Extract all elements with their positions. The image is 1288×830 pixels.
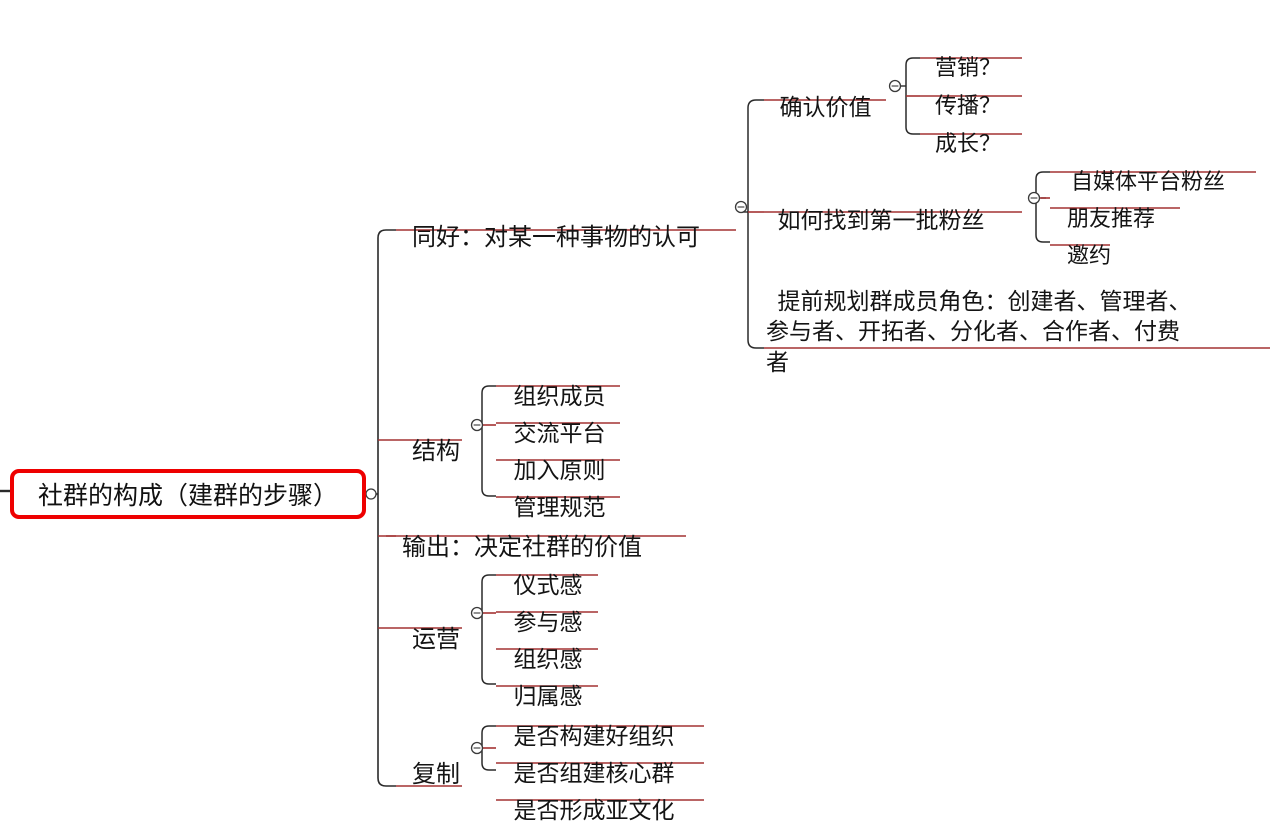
node-yingxiao-label: 营销？ xyxy=(935,54,1002,80)
node-fuzhi[interactable]: 复制 xyxy=(400,729,460,791)
node-yaoyue[interactable]: 邀约 xyxy=(1056,213,1111,270)
subtrunk-jiegou xyxy=(481,385,496,497)
node-pengyou-label: 朋友推荐 xyxy=(1067,205,1156,231)
node-tiqian-guihua-label: 提前规划群成员角色：创建者、管理者、 参与者、开拓者、分化者、合作者、付费 者 xyxy=(766,288,1192,375)
node-ruhe-zhaodao[interactable]: 如何找到第一批粉丝 xyxy=(766,176,985,236)
toggle-root[interactable] xyxy=(365,488,377,500)
node-xingcheng-yawenhua[interactable]: 是否形成亚文化 xyxy=(502,766,675,826)
node-tonghao[interactable]: 同好：对某一种事物的认可 xyxy=(400,192,700,254)
toggle-fuzhi[interactable] xyxy=(470,741,484,755)
node-chuanbo[interactable]: 传播？ xyxy=(924,63,1001,120)
root-node-label: 社群的构成（建群的步骤） xyxy=(37,483,338,510)
node-tonghao-label: 同好：对某一种事物的认可 xyxy=(412,225,700,252)
node-queren-jiazhi-label: 确认价值 xyxy=(779,94,872,120)
toggle-ruhe-zhaodao[interactable] xyxy=(1027,191,1041,205)
toggle-queren-jiazhi[interactable] xyxy=(888,79,902,93)
node-canyu-gan-label: 参与感 xyxy=(513,609,583,635)
node-yunying[interactable]: 运营 xyxy=(400,594,460,656)
node-zuzhi-chengyuan[interactable]: 组织成员 xyxy=(502,352,606,412)
node-jiegou-label: 结构 xyxy=(412,439,460,466)
node-shuchu[interactable]: 输出：决定社群的价值 xyxy=(390,502,642,564)
main-trunk-spine xyxy=(377,229,396,787)
node-jiaoliu-pingtai[interactable]: 交流平台 xyxy=(502,389,606,449)
node-yunying-label: 运营 xyxy=(412,627,460,654)
node-zuzhi-gan[interactable]: 组织感 xyxy=(502,615,583,675)
toggle-jiegou[interactable] xyxy=(470,418,484,432)
node-chengzhang[interactable]: 成长？ xyxy=(924,101,1001,158)
node-guishu-gan-label: 归属感 xyxy=(513,683,583,709)
node-canyu-gan[interactable]: 参与感 xyxy=(502,578,583,638)
node-queren-jiazhi[interactable]: 确认价值 xyxy=(768,63,872,123)
node-chuanbo-label: 传播？ xyxy=(935,92,1002,118)
node-xingcheng-yawenhua-label: 是否形成亚文化 xyxy=(513,797,675,823)
node-zimeiti[interactable]: 自媒体平台粉丝 xyxy=(1060,139,1225,196)
node-yingxiao[interactable]: 营销？ xyxy=(924,25,1001,82)
root-node[interactable]: 社群的构成（建群的步骤） xyxy=(10,469,366,519)
node-fuzhi-label: 复制 xyxy=(412,762,460,789)
node-zuzhi-chengyuan-label: 组织成员 xyxy=(513,383,606,409)
node-yishi-gan-label: 仪式感 xyxy=(513,572,583,598)
node-zuzhi-gan-label: 组织感 xyxy=(513,646,583,672)
subtrunk-ruhe xyxy=(1035,171,1050,243)
toggle-yunying[interactable] xyxy=(470,606,484,620)
node-guanli-guifan-label: 管理规范 xyxy=(513,494,606,520)
subtrunk-yunying xyxy=(481,574,496,685)
node-jiaru-yuanze[interactable]: 加入原则 xyxy=(502,426,606,486)
node-jiaru-yuanze-label: 加入原则 xyxy=(513,457,606,483)
node-goujian-zuzhi[interactable]: 是否构建好组织 xyxy=(502,692,675,752)
node-zimeiti-label: 自媒体平台粉丝 xyxy=(1071,168,1226,194)
node-zujian-hexinqun[interactable]: 是否组建核心群 xyxy=(502,729,675,789)
subtrunk-tonghao xyxy=(747,99,764,349)
node-shuchu-label: 输出：决定社群的价值 xyxy=(402,535,642,562)
node-tiqian-guihua[interactable]: 提前规划群成员角色：创建者、管理者、 参与者、开拓者、分化者、合作者、付费 者 xyxy=(766,256,1192,378)
node-chengzhang-label: 成长？ xyxy=(935,130,1002,156)
node-jiaoliu-pingtai-label: 交流平台 xyxy=(513,420,606,446)
node-goujian-zuzhi-label: 是否构建好组织 xyxy=(513,723,675,749)
node-yaoyue-label: 邀约 xyxy=(1067,242,1112,268)
node-ruhe-zhaodao-label: 如何找到第一批粉丝 xyxy=(777,207,985,233)
node-jiegou[interactable]: 结构 xyxy=(400,406,460,468)
node-guishu-gan[interactable]: 归属感 xyxy=(502,652,583,712)
node-zujian-hexinqun-label: 是否组建核心群 xyxy=(513,760,675,786)
node-guanli-guifan[interactable]: 管理规范 xyxy=(502,463,606,523)
node-yishi-gan[interactable]: 仪式感 xyxy=(502,541,583,601)
toggle-tonghao[interactable] xyxy=(734,200,748,214)
node-pengyou[interactable]: 朋友推荐 xyxy=(1056,176,1155,233)
